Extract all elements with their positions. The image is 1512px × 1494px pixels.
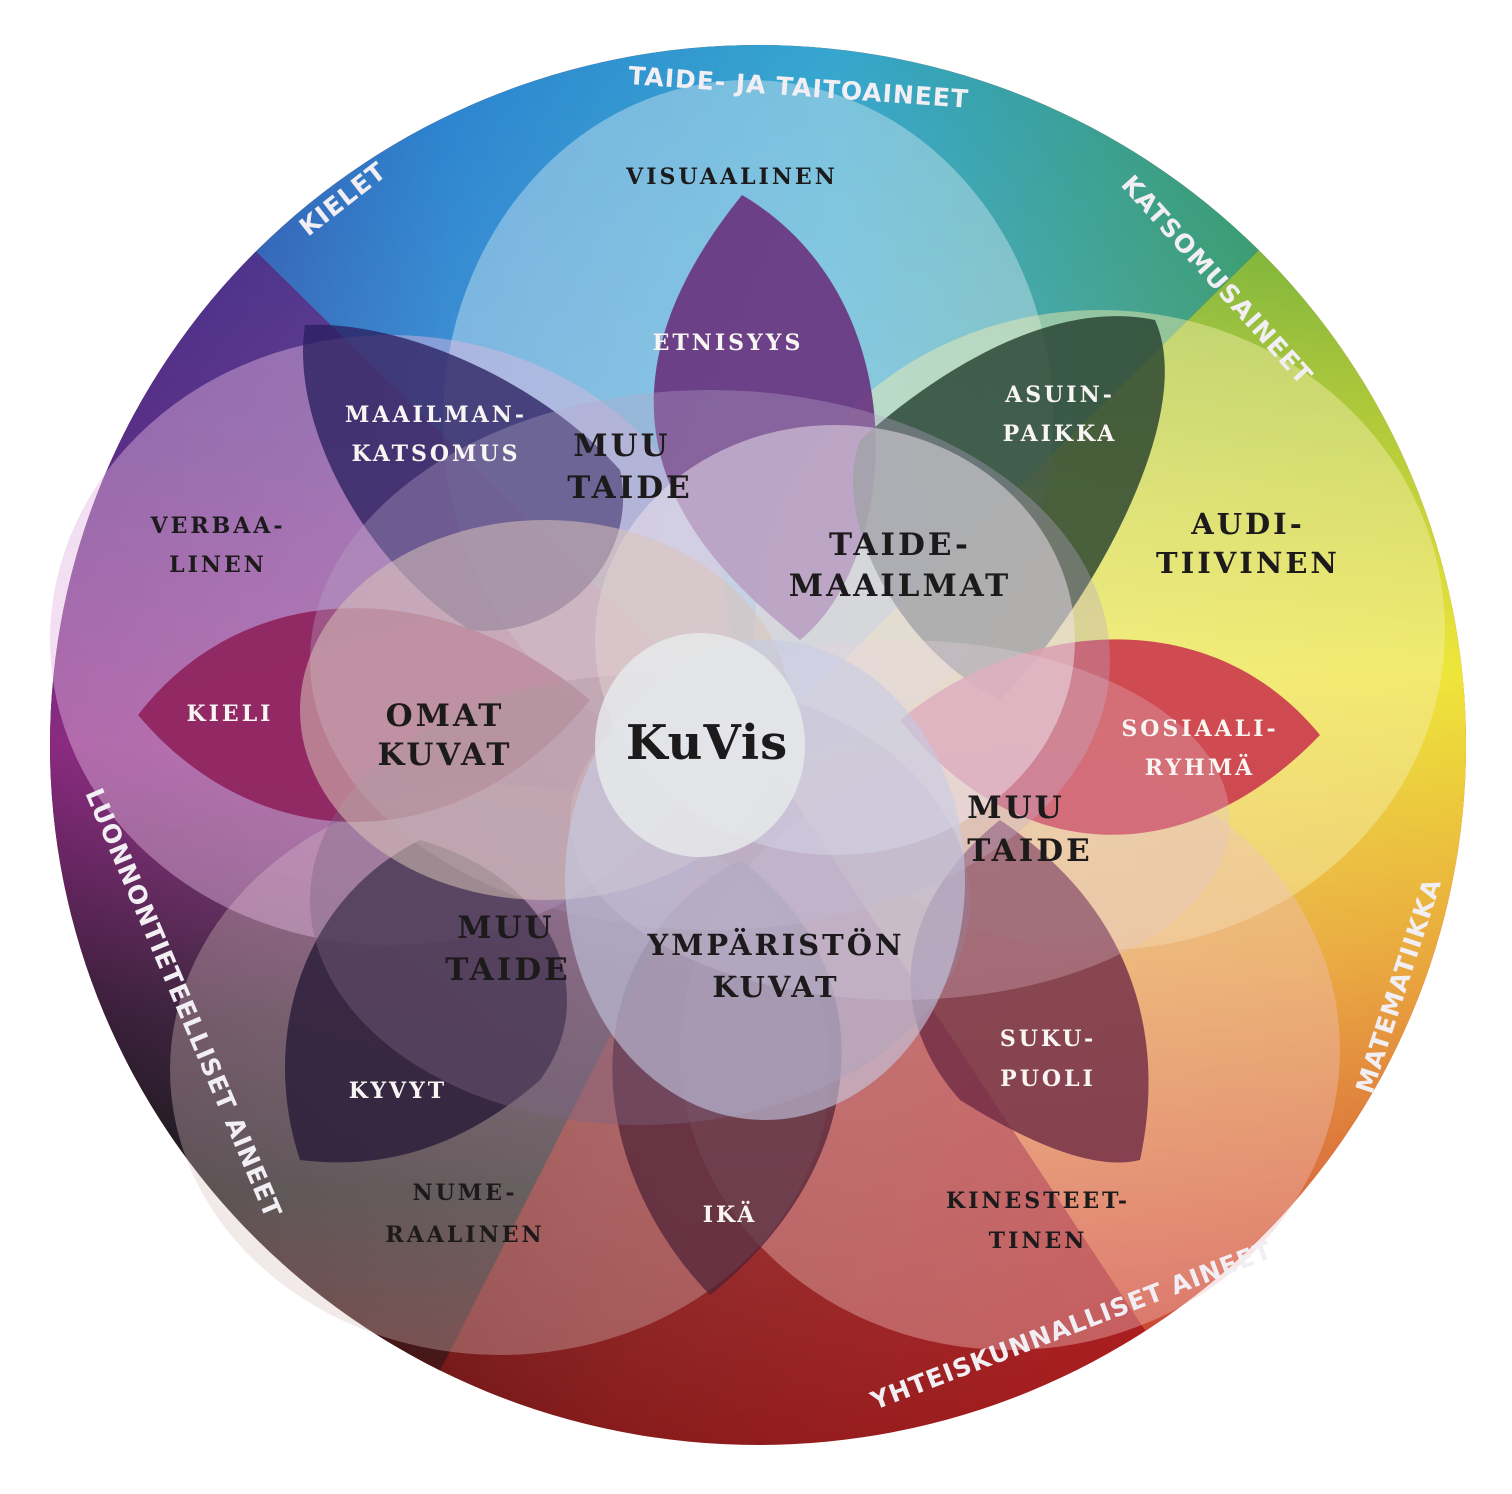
- label-omat-kuvat-2: KUVAT: [378, 737, 513, 773]
- label-auditiivinen-1: AUDI-: [1190, 507, 1305, 541]
- label-numeraalinen-2: RAALINEN: [385, 1222, 544, 1248]
- label-muu-taide-right-2: TAIDE: [967, 833, 1092, 869]
- label-asuinpaikka-2: PAIKKA: [1003, 421, 1118, 447]
- label-maailmankatsomus-2: KATSOMUS: [352, 441, 521, 467]
- label-visuaalinen: VISUAALINEN: [625, 164, 838, 190]
- label-auditiivinen-2: TIIVINEN: [1156, 546, 1340, 580]
- label-ympariston-kuvat-1: YMPÄRISTÖN: [647, 926, 905, 962]
- label-muu-taide-top-2: TAIDE: [567, 470, 692, 506]
- label-kinesteettinen-2: TINEN: [989, 1228, 1088, 1254]
- label-sukupuoli-2: PUOLI: [1000, 1066, 1096, 1092]
- petal-sukupuoli: [910, 820, 1149, 1163]
- label-taidemaailmat-1: TAIDE-: [829, 527, 971, 563]
- label-omat-kuvat-1: OMAT: [386, 698, 505, 734]
- center-label-kuvis: KuVis: [626, 715, 788, 771]
- label-muu-taide-left-2: TAIDE: [445, 952, 570, 988]
- label-sosiaaliryhma-2: RYHMÄ: [1145, 753, 1256, 781]
- label-kyvyt: KYVYT: [349, 1078, 447, 1104]
- label-sukupuoli-1: SUKU-: [1000, 1026, 1096, 1052]
- label-taidemaailmat-2: MAAILMAT: [789, 568, 1011, 604]
- label-kieli: KIELI: [187, 701, 274, 727]
- overlap-labels: MUU TAIDE MUU TAIDE MUU TAIDE: [445, 428, 1092, 988]
- label-asuinpaikka-1: ASUIN-: [1004, 382, 1115, 408]
- label-maailmankatsomus-1: MAAILMAN-: [345, 402, 527, 428]
- label-verbaalinen-2: LINEN: [169, 552, 267, 578]
- petal-labels: ETNISYYS ASUIN- PAIKKA SOSIAALI- RYHMÄ S…: [187, 330, 1278, 1228]
- label-muu-taide-top-1: MUU: [573, 428, 670, 464]
- inner-ellipse-labels: TAIDE- MAAILMAT OMAT KUVAT YMPÄRISTÖN KU…: [378, 527, 1011, 1004]
- label-verbaalinen-1: VERBAA-: [150, 513, 286, 539]
- label-etnisyys: ETNISYYS: [653, 330, 804, 356]
- label-kinesteettinen-1: KINESTEET-: [946, 1188, 1130, 1214]
- label-numeraalinen-1: NUME-: [413, 1180, 518, 1206]
- label-ika: IKÄ: [703, 1200, 758, 1228]
- inner-ellipses: [300, 425, 1075, 1120]
- label-muu-taide-right-1: MUU: [967, 790, 1064, 826]
- label-sosiaaliryhma-1: SOSIAALI-: [1121, 716, 1278, 742]
- petal-kyvyt: [285, 840, 567, 1163]
- label-ympariston-kuvat-2: KUVAT: [712, 970, 839, 1004]
- large-ellipse-labels: VISUAALINEN AUDI- TIIVINEN KINESTEET- TI…: [150, 164, 1340, 1254]
- label-muu-taide-left-1: MUU: [457, 910, 554, 946]
- ellipse-center-kuvis: [595, 633, 805, 857]
